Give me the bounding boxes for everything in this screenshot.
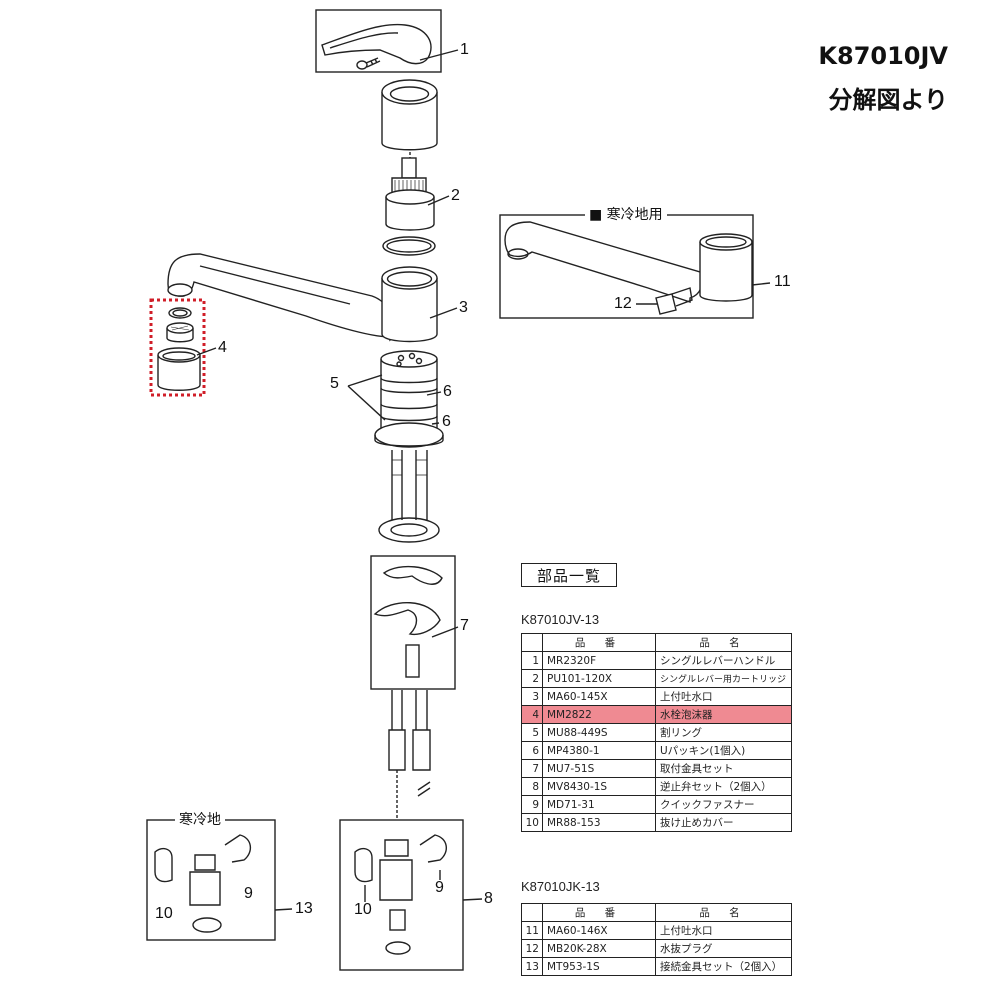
cartridge-shape [385, 157, 435, 231]
o-ring [382, 236, 436, 256]
part-number: 4 [521, 705, 543, 724]
part-code: MR2320F [542, 651, 656, 670]
callout-10-left: 10 [155, 905, 173, 922]
callout-3: 3 [459, 299, 468, 316]
part-name: シングルレバーハンドル [655, 651, 792, 670]
part-name: 逆止弁セット（2個入） [655, 777, 792, 796]
mounting-nut-icon [405, 644, 420, 678]
part-code: MT953-1S [542, 957, 656, 976]
part-name: シングルレバー用カートリッジ [655, 669, 792, 688]
part-number: 7 [521, 759, 543, 778]
col-no [521, 903, 543, 922]
cold-region-kit-caption: 寒冷地 [175, 812, 225, 828]
part-number: 1 [521, 651, 543, 670]
mounting-bracket-icon [373, 602, 441, 636]
callout-7: 7 [460, 617, 469, 634]
part-code: MB20K-28X [542, 939, 656, 958]
part-number: 2 [521, 669, 543, 688]
cold-region-inset-caption: ■ 寒冷地用 [585, 207, 667, 223]
part-number: 8 [521, 777, 543, 796]
col-no [521, 633, 543, 652]
part-code: MP4380-1 [542, 741, 656, 760]
table2-model: K87010JK-13 [521, 879, 600, 894]
part-name: 取付金具セット [655, 759, 792, 778]
part-code: MA60-145X [542, 687, 656, 706]
callout-2: 2 [451, 187, 460, 204]
table1-model: K87010JV-13 [521, 612, 600, 627]
part-name: 割リング [655, 723, 792, 742]
part-name: 水抜プラグ [655, 939, 792, 958]
callout-12: 12 [614, 295, 632, 312]
mounting-plate-icon [382, 565, 443, 585]
callout-6-lower: 6 [442, 413, 451, 430]
part-number: 3 [521, 687, 543, 706]
washer [378, 517, 440, 543]
model-title: K87010JV [818, 42, 948, 70]
part-number: 12 [521, 939, 543, 958]
part-name: 上付吐水口 [655, 921, 792, 940]
callout-1: 1 [460, 41, 469, 58]
part-name: クイックファスナー [655, 795, 792, 814]
part-number: 6 [521, 741, 543, 760]
aerator-mesh-icon [166, 322, 194, 343]
callout-9-left: 9 [244, 885, 253, 902]
spout-shape [167, 253, 438, 343]
faucet-body [374, 350, 444, 520]
part-code: MU88-449S [542, 723, 656, 742]
parts-list-heading: 部品一覧 [521, 563, 617, 587]
part-name: 抜け止めカバー [655, 813, 792, 832]
mounting-kit-box [370, 555, 456, 690]
callout-8: 8 [484, 890, 493, 907]
handle-screw-icon [356, 57, 381, 70]
part-code: MR88-153 [542, 813, 656, 832]
part-number: 10 [521, 813, 543, 832]
part-number: 11 [521, 921, 543, 940]
callout-11: 11 [774, 273, 791, 290]
callout-5: 5 [330, 375, 339, 392]
aerator-body-icon [157, 347, 201, 391]
col-name: 品 名 [655, 633, 792, 652]
part-number: 9 [521, 795, 543, 814]
part-code: MU7-51S [542, 759, 656, 778]
part-code: PU101-120X [542, 669, 656, 688]
callout-13: 13 [295, 900, 313, 917]
drain-plug-icon [655, 287, 693, 315]
aerator-highlight-box [149, 298, 206, 397]
col-name: 品 名 [655, 903, 792, 922]
part-code: MM2822 [542, 705, 656, 724]
callout-4: 4 [218, 339, 227, 356]
part-name: 接続金具セット（2個入） [655, 957, 792, 976]
part-code: MD71-31 [542, 795, 656, 814]
part-number: 13 [521, 957, 543, 976]
callout-10-right: 10 [354, 901, 372, 918]
part-name: 水栓泡沫器 [655, 705, 792, 724]
cartridge-cover [381, 92, 438, 151]
part-code: MV8430-1S [542, 777, 656, 796]
col-code: 品 番 [542, 903, 656, 922]
part-number: 5 [521, 723, 543, 742]
part-name: Uパッキン(1個入) [655, 741, 792, 760]
part-code: MA60-146X [542, 921, 656, 940]
callout-6-upper: 6 [443, 383, 452, 400]
source-subtitle: 分解図より [828, 86, 948, 114]
part-name: 上付吐水口 [655, 687, 792, 706]
callout-9-right: 9 [435, 879, 444, 896]
col-code: 品 番 [542, 633, 656, 652]
